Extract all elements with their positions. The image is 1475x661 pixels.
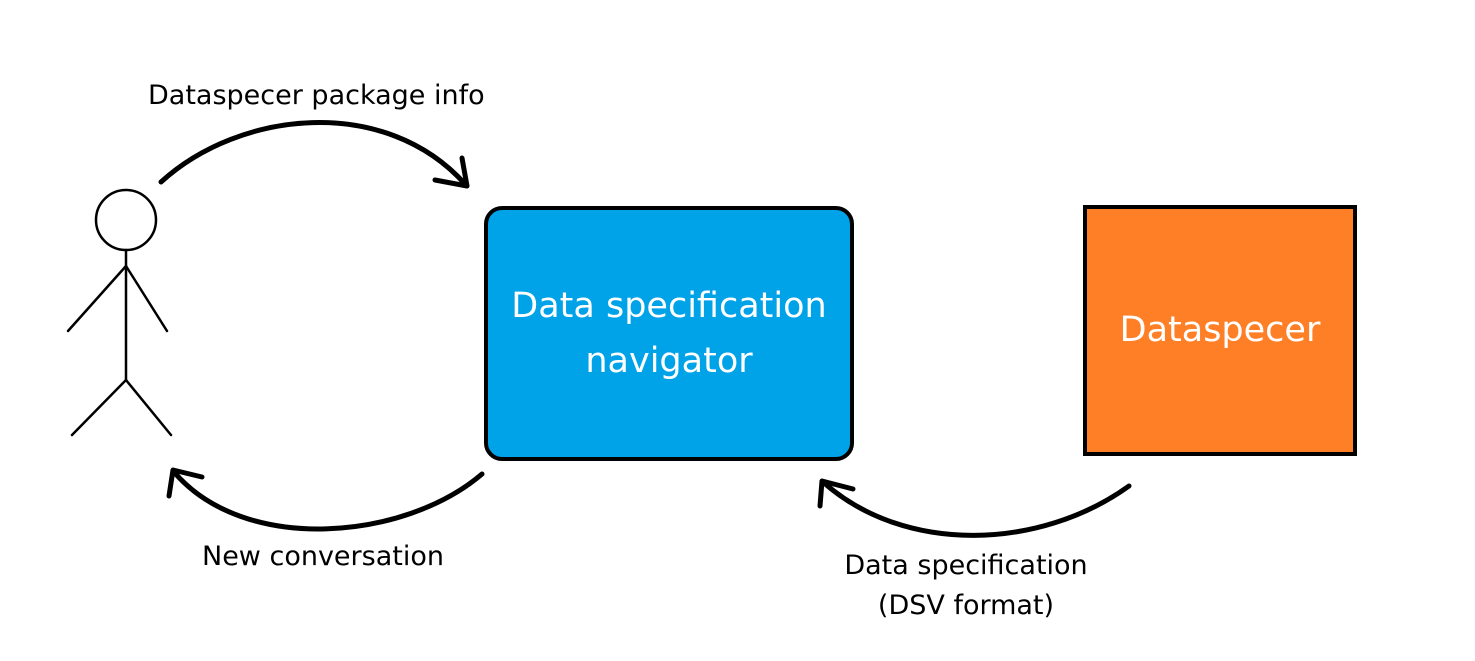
stick-figure-icon [66, 188, 173, 437]
navigator-title-line-2: navigator [585, 340, 753, 381]
package-info-label: Dataspecer package info [148, 80, 485, 111]
new-conversation-label: New conversation [202, 541, 444, 572]
navigator-title-line-1: Data specification [511, 286, 827, 327]
package-info-arrow [158, 120, 470, 189]
data-specification-label: Data specification (DSV format) [835, 545, 1097, 627]
dataspecer-box[interactable]: Dataspecer [1083, 205, 1357, 456]
data-specification-label-line-1: Data specification [844, 550, 1088, 581]
dataspecer-title: Dataspecer [1119, 310, 1321, 351]
data-specification-label-line-2: (DSV format) [877, 589, 1055, 621]
new-conversation-arrow [166, 467, 485, 532]
data-specification-navigator-box[interactable]: Data specification navigator [484, 206, 854, 461]
data-specification-arrow [817, 478, 1132, 538]
